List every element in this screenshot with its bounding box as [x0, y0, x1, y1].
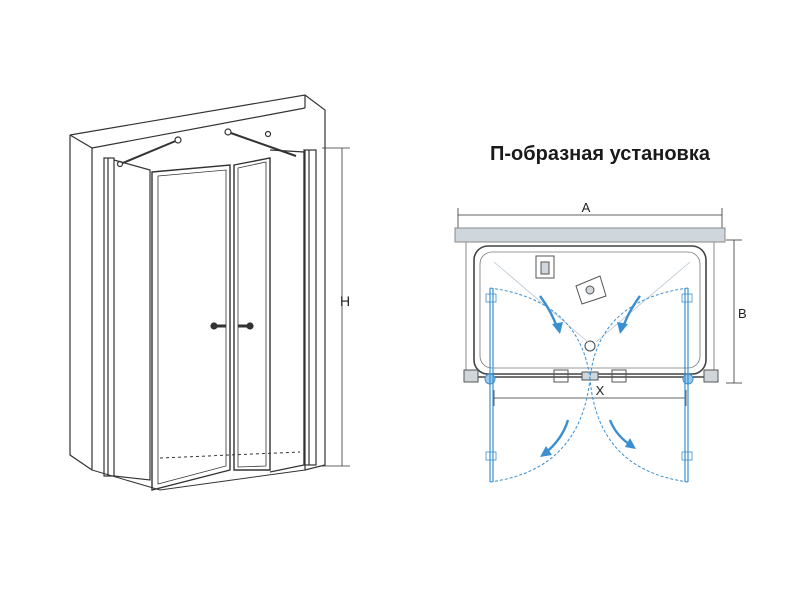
hinge-detail-icon: [575, 275, 607, 305]
shower-tray: [473, 245, 707, 375]
right-stabilizer-bar: [227, 131, 297, 157]
perspective-view: [69, 94, 350, 491]
swing-arcs: [489, 287, 689, 483]
diagram-title: П-образная установка: [490, 143, 711, 165]
plan-view: [454, 208, 742, 483]
swing-arrows: [539, 295, 641, 457]
depth-dimension: [726, 239, 742, 384]
opening-dimension: [493, 390, 687, 406]
tray-drain: [584, 340, 596, 352]
right-door-positions: [681, 288, 693, 482]
threshold-line: [159, 451, 301, 459]
left-wall-profile: [103, 157, 115, 477]
front-fittings: [463, 369, 719, 383]
depth-label: B: [738, 306, 747, 321]
right-fixed-panel: [269, 149, 305, 473]
opening-label: X: [596, 383, 605, 398]
left-door-positions: [485, 288, 497, 482]
height-label: H: [340, 293, 350, 309]
door-handles: [210, 322, 254, 330]
right-door: [233, 157, 271, 471]
left-stabilizer-bar: [117, 139, 179, 166]
height-dimension: [322, 147, 350, 467]
bracket-detail-icon: [535, 255, 555, 279]
back-wall: [69, 94, 326, 471]
back-wall-band: [454, 227, 726, 243]
right-wall-profile: [303, 149, 317, 466]
width-label: A: [582, 200, 591, 215]
left-fixed-panel: [113, 159, 151, 481]
left-door: [151, 164, 231, 491]
